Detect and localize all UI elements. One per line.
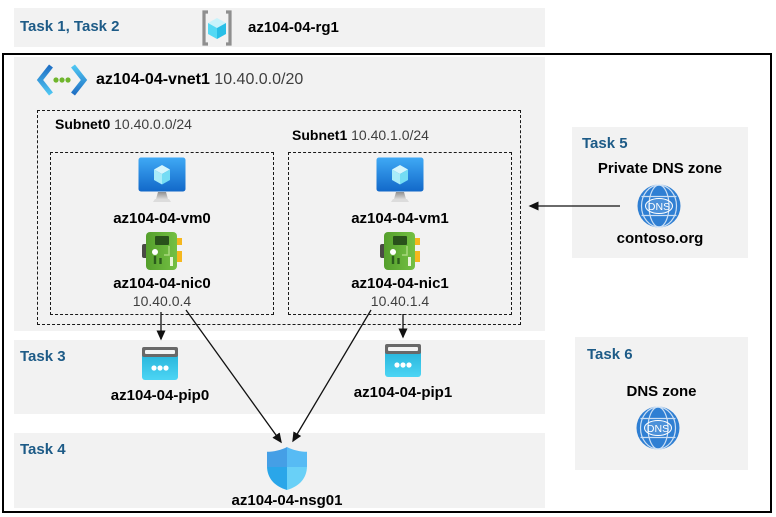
vnet-name: az104-04-vnet1: [96, 71, 210, 88]
private-dns-zone-title: Private DNS zone: [597, 160, 723, 177]
private-dns-zone-name: contoso.org: [616, 230, 704, 247]
resource-group-icon: [202, 10, 232, 46]
dns-badge-text: DNS: [647, 423, 669, 435]
nic0-icon: [142, 232, 182, 270]
vm0-name: az104-04-vm0: [113, 210, 211, 227]
virtual-network-icon: [36, 64, 88, 96]
pip0-icon: [142, 347, 178, 380]
vm1-icon: [376, 157, 424, 202]
task-4-label: Task 4: [20, 441, 66, 458]
vm0-icon: [138, 157, 186, 202]
task-1-2-label: Task 1, Task 2: [20, 18, 120, 35]
vnet-region: [14, 57, 545, 331]
dns-zone-icon: DNS: [636, 406, 680, 450]
subnet0-label: Subnet0 10.40.0.0/24: [55, 116, 192, 132]
pip1-name: az104-04-pip1: [353, 384, 453, 401]
subnet0-name: Subnet0: [55, 116, 111, 132]
nic1-name: az104-04-nic1: [351, 275, 449, 292]
resource-group-name: az104-04-rg1: [248, 19, 339, 36]
dns-zone-title: DNS zone: [626, 383, 697, 400]
pip0-name: az104-04-pip0: [110, 387, 210, 404]
nsg-shield-icon: [267, 447, 307, 490]
subnet0-box: [50, 152, 274, 315]
task-3-label: Task 3: [20, 348, 66, 365]
private-dns-badge-text: DNS: [648, 201, 670, 213]
subnet1-box: [288, 152, 512, 315]
task-6-label: Task 6: [587, 346, 633, 363]
vnet-label: az104-04-vnet1 10.40.0.0/20: [96, 71, 303, 89]
pip1-icon: [385, 344, 421, 377]
subnet1-label: Subnet1 10.40.1.0/24: [292, 127, 429, 143]
task-5-label: Task 5: [582, 135, 628, 152]
nsg-name: az104-04-nsg01: [231, 492, 343, 509]
subnet1-cidr: 10.40.1.0/24: [351, 127, 429, 143]
subnet0-cidr: 10.40.0.0/24: [114, 116, 192, 132]
nic1-icon: [380, 232, 420, 270]
vnet-cidr: 10.40.0.0/20: [214, 71, 304, 88]
nic1-ip: 10.40.1.4: [370, 293, 430, 309]
resource-group-band: [14, 8, 545, 47]
private-dns-zone-icon: DNS: [637, 184, 681, 228]
vm1-name: az104-04-vm1: [351, 210, 449, 227]
nic0-name: az104-04-nic0: [113, 275, 211, 292]
nic0-ip: 10.40.0.4: [132, 293, 192, 309]
subnet1-name: Subnet1: [292, 127, 348, 143]
